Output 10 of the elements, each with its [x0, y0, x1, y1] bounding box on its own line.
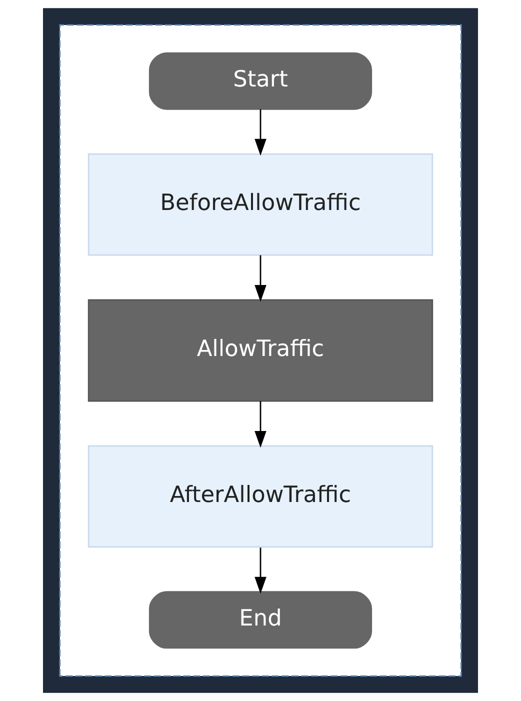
cluster: [59, 24, 462, 677]
node-box: AllowTraffic: [88, 299, 434, 402]
node-box: AfterAllowTraffic: [88, 445, 434, 548]
arrow: [254, 401, 266, 448]
arrow: [254, 548, 266, 594]
node-box: End: [148, 591, 372, 649]
arrow: [254, 109, 266, 156]
node-box: Start: [148, 52, 372, 110]
node-box: BeforeAllowTraffic: [88, 153, 434, 256]
arrow: [254, 255, 266, 302]
